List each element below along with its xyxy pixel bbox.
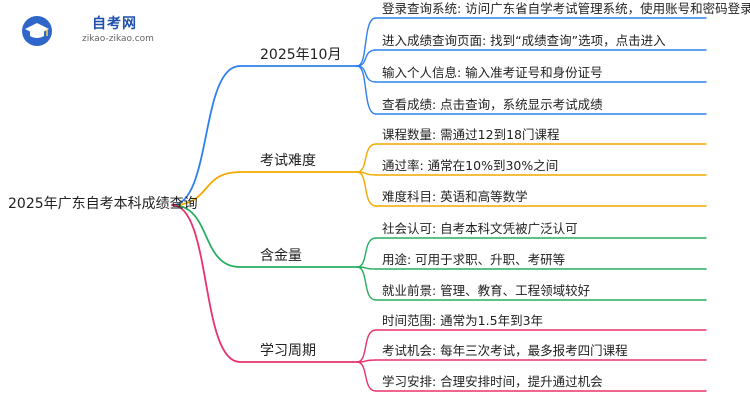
leaf-connector [356,171,377,207]
leaf-topic: 学习安排: 合理安排时间，提升通过机会 [382,374,603,389]
branch-connector [171,65,241,206]
leaf-topic: 输入个人信息: 输入准考证号和身份证号 [382,65,603,80]
leaf-topic: 登录查询系统: 访问广东省自学考试管理系统，使用账号和密码登录 [382,1,750,16]
site-logo: 自考网 zikao-zikao.com [18,10,158,56]
leaf-topic: 通过率: 通常在10%到30%之间 [382,158,559,173]
branch-connector [171,204,241,268]
leaf-connector [356,65,377,83]
leaf-topic: 考试机会: 每年三次考试，最多报考四门课程 [382,343,628,358]
leaf-connector [356,361,377,392]
leaf-connector [356,49,377,67]
logo-name: 自考网 [92,16,137,32]
branch-topic: 2025年10月 [260,47,342,63]
leaf-connector [356,237,377,268]
leaf-topic: 进入成绩查询页面: 找到“成绩查询”选项，点击进入 [382,33,666,48]
branch-topic: 考试难度 [260,153,316,169]
leaf-topic: 就业前景: 管理、教育、工程领域较好 [382,283,591,298]
root-topic: 2025年广东自考本科成绩查询 [8,196,198,212]
leaf-topic: 时间范围: 通常为1.5年到3年 [382,313,544,328]
logo-url: zikao-zikao.com [82,34,154,44]
leaf-connector [356,17,377,67]
branch-connector [171,204,241,363]
branch-topic: 学习周期 [260,343,316,359]
graduation-cap-icon [22,16,52,46]
leaf-topic: 难度科目: 英语和高等数学 [382,189,528,204]
leaf-connector [356,65,377,115]
leaf-connector [356,329,377,363]
leaf-topic: 查看成绩: 点击查询，系统显示考试成绩 [382,97,603,112]
leaf-topic: 用途: 可用于求职、升职、考研等 [382,252,566,267]
leaf-connector [356,266,377,301]
leaf-connector [356,143,377,173]
leaf-topic: 社会认可: 自考本科文凭被广泛认可 [382,221,578,236]
branch-topic: 含金量 [260,248,302,264]
branch-connector [171,171,241,206]
leaf-topic: 课程数量: 需通过12到18门课程 [382,127,560,142]
